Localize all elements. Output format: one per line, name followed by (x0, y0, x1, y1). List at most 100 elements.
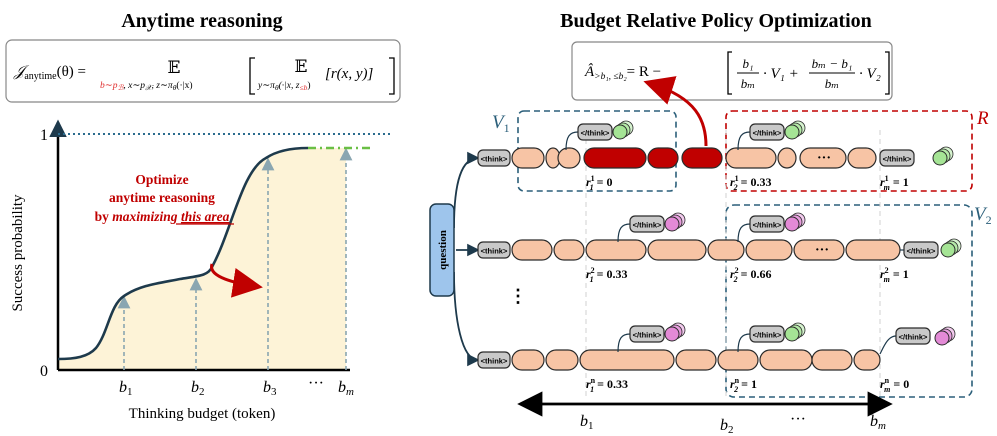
frac2-den: bₘ (825, 76, 839, 91)
think-open-tag: <think> (481, 247, 508, 256)
reasoning-token (725, 147, 777, 169)
reward-value: = 0 (893, 377, 909, 391)
reward-sup: 1 (885, 174, 889, 183)
question-node (429, 203, 455, 297)
budget-sub-b2: 2 (199, 386, 205, 398)
row3-end-connector (879, 335, 897, 355)
svg-text:b1: b1 (119, 379, 133, 398)
formula-lhs-sub: anytime (24, 71, 57, 82)
reasoning-token (545, 349, 579, 371)
outer-sub-red: b∼p (100, 81, 118, 91)
rp-budget-b2: b (720, 417, 728, 434)
svg-text:b1: b1 (580, 413, 594, 432)
objective-formula-box (5, 39, 401, 103)
reward-value: = 0.66 (741, 267, 772, 281)
row2-end-think-box (903, 241, 939, 259)
inner-sub: y∼π (257, 81, 275, 91)
reasoning-token (647, 239, 707, 261)
advantage-arrow (643, 76, 708, 147)
x-budget-labels: b1 b2 b3 ··· bm (119, 375, 354, 398)
row1-end-think-box (879, 149, 915, 167)
budget-sub-b1: 1 (127, 386, 133, 398)
v2-label: V2 (974, 204, 992, 227)
outer-sub-red-sub: ℬ (117, 83, 124, 92)
think-open-box (477, 149, 511, 167)
token-ellipsis: ··· (815, 243, 829, 258)
budget-label-bm: b (338, 379, 346, 396)
row2-branch2-answer (784, 216, 800, 232)
token-ellipsis: ··· (817, 151, 831, 166)
adv-end: · V₂ (859, 66, 881, 82)
rp-budget-bm: b (870, 413, 878, 430)
inner-sub-mid: (·|x, z (279, 80, 300, 91)
row1-branch2-think-close-box (749, 123, 785, 141)
reward-sub: 1 (590, 183, 594, 192)
reasoning-token (777, 147, 797, 169)
row1-branch2-connector (737, 131, 751, 151)
budget-sub-bm: m (346, 386, 354, 398)
budget-axis-labels: b1 b2 ··· bm (580, 411, 886, 436)
think-open-box (477, 241, 511, 259)
row3-branch1-answer (664, 326, 680, 342)
row1-branch1-think-close: </think> (581, 129, 610, 138)
y-tick-0: 0 (40, 363, 48, 380)
highlighted-token (681, 147, 723, 169)
row3-branch2-connector (737, 333, 751, 353)
annotation-arrow (210, 263, 263, 298)
budget-label-b1: b (119, 379, 127, 396)
reward-sup: 2 (885, 266, 889, 275)
formula-lhs-arg: (θ) = (57, 64, 86, 80)
area-under-curve (58, 148, 346, 370)
reward-term: [r(x, y)] (325, 66, 373, 82)
row3-branch2-answer (784, 326, 800, 342)
reward-sup: 1 (591, 174, 595, 183)
svg-text:b2: b2 (720, 417, 734, 436)
reward-sub: 2 (733, 385, 738, 394)
reasoning-token (845, 239, 901, 261)
reward-sup: n (885, 376, 890, 385)
reward-symbol: r (586, 377, 591, 391)
reasoning-token (799, 147, 847, 169)
advantage-formula: Â>b₁, ≤b₂= R − b₁ bₘ · V₁ + bₘ − b₁ bₘ ·… (584, 51, 890, 95)
reward-value: = 1 (741, 377, 757, 391)
outer-sub-rest: , x∼p (123, 81, 145, 91)
svg-text:b3: b3 (263, 379, 277, 398)
row2-branch1-answer (664, 216, 680, 232)
row-ellipsis: ⋮ (509, 286, 527, 306)
outer-sub-tail: , z∼π (152, 81, 173, 91)
reasoning-token (675, 349, 717, 371)
reasoning-token (585, 239, 647, 261)
reward-symbol: r (880, 267, 885, 281)
row2-end-answer (940, 242, 956, 258)
adv-lhs-sub: >b₁, ≤b₂ (594, 72, 627, 82)
reasoning-token (759, 349, 813, 371)
rp-budget-sub-b1: 1 (588, 420, 594, 432)
reward-sup: 1 (735, 174, 739, 183)
reasoning-token (717, 349, 759, 371)
advantage-formula-box (571, 41, 893, 101)
outer-sub-tail-sub: θ (173, 83, 177, 92)
reasoning-token (553, 239, 585, 261)
adv-eq: = R − (627, 64, 661, 80)
reasoning-token (579, 349, 675, 371)
inner-sub-red: ≤b (299, 83, 307, 92)
budget-label-b3: b (263, 379, 271, 396)
reward-sub: 1 (590, 385, 594, 394)
reward-sub: m (884, 183, 890, 192)
reward-value: = 0.33 (597, 377, 628, 391)
reward-sup: n (735, 376, 740, 385)
row3-end-think: </think> (899, 333, 928, 342)
row2-branch2-think-close-box (749, 215, 785, 233)
reward-value: = 1 (893, 175, 909, 189)
row3-branch2-think-close: </think> (753, 331, 782, 340)
reward-sup: 2 (735, 266, 739, 275)
